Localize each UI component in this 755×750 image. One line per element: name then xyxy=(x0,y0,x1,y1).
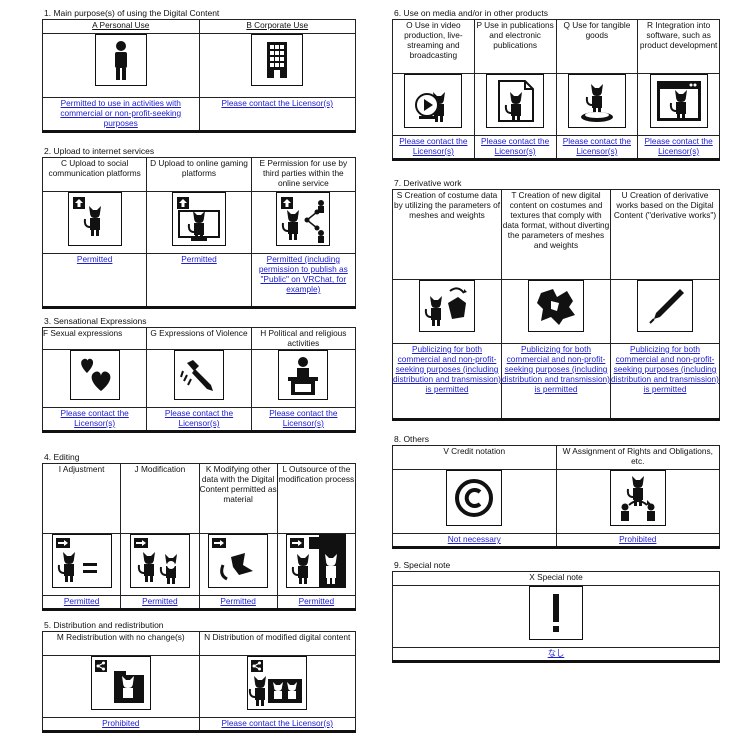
section-title: 3. Sensational Expressions xyxy=(44,316,147,326)
header-personal-use: A Personal Use xyxy=(42,19,200,34)
header-sexual: F Sexual expressions xyxy=(41,327,148,350)
person-icon xyxy=(94,34,147,86)
material-icon xyxy=(208,534,269,588)
result-redistribution: Prohibited xyxy=(42,717,200,733)
result-distribution-modified: Please contact the Licensor(s) xyxy=(198,717,356,733)
header-third-party-use: E Permission for use by third parties wi… xyxy=(250,157,357,192)
header-publication: P Use in publications and electronic pub… xyxy=(473,19,557,74)
header-software: R Integration into software, such as pro… xyxy=(637,19,720,74)
modify-icon xyxy=(129,534,190,588)
section-others: 8. Others V Credit notation W Assignment… xyxy=(392,434,720,549)
pen-icon xyxy=(637,280,693,332)
adjust-icon xyxy=(51,534,112,588)
software-icon xyxy=(649,74,708,128)
header-adjustment: I Adjustment xyxy=(41,463,122,534)
section-main-purpose: 1. Main purpose(s) of using the Digital … xyxy=(42,8,356,133)
result-gaming-upload: Permitted xyxy=(146,253,252,309)
section-derivative: 7. Derivative work S Creation of costume… xyxy=(392,178,720,421)
result-outsource: Permitted xyxy=(276,595,357,611)
copyright-icon xyxy=(446,470,503,526)
header-costume: S Creation of costume data by utilizing … xyxy=(392,189,502,280)
result-derivative: Publicizing for both commercial and non-… xyxy=(610,343,720,421)
upload-game-icon xyxy=(171,192,226,246)
result-social-upload: Permitted xyxy=(41,253,148,309)
section-distribution: 5. Distribution and redistribution M Red… xyxy=(42,620,356,733)
header-texture: T Creation of new digital content on cos… xyxy=(501,189,611,280)
section-title: 5. Distribution and redistribution xyxy=(44,620,164,630)
section-title: 6. Use on media and/or in other products xyxy=(394,8,549,18)
header-video: O Use in video production, live-streamin… xyxy=(392,19,475,74)
result-special-note: なし xyxy=(392,647,720,663)
header-modification: J Modification xyxy=(120,463,200,534)
section-sensational: 3. Sensational Expressions F Sexual expr… xyxy=(41,316,357,433)
header-social-upload: C Upload to social communication platfor… xyxy=(41,157,148,192)
header-derivative: U Creation of derivative works based on … xyxy=(610,189,720,280)
section-title: 7. Derivative work xyxy=(394,178,462,188)
outsource-icon xyxy=(286,534,347,588)
result-assignment: Prohibited xyxy=(555,533,720,549)
hearts-icon xyxy=(69,350,120,400)
texture-icon xyxy=(528,280,584,332)
result-sexual: Please contact the Licensor(s) xyxy=(41,407,148,433)
section-editing: 4. Editing I Adjustment J Modification K… xyxy=(41,452,357,611)
figure-goods-icon xyxy=(567,74,626,128)
podium-icon xyxy=(278,350,329,400)
distribute-modified-icon xyxy=(247,656,308,710)
exclamation-icon xyxy=(529,586,583,640)
result-personal-use: Permitted to use in activities with comm… xyxy=(42,97,200,133)
section-title: 8. Others xyxy=(394,434,429,444)
result-corporate-use: Please contact the Licensor(s) xyxy=(198,97,356,133)
header-political: H Political and religious activities xyxy=(250,327,357,350)
header-distribution-modified: N Distribution of modified digital conte… xyxy=(198,631,356,656)
section-title: 2. Upload to internet services xyxy=(44,146,155,156)
video-icon xyxy=(404,74,463,128)
result-political: Please contact the Licensor(s) xyxy=(250,407,357,433)
result-software: Please contact the Licensor(s) xyxy=(637,135,720,161)
costume-icon xyxy=(419,280,475,332)
header-goods: Q Use for tangible goods xyxy=(555,19,639,74)
section-title: 9. Special note xyxy=(394,560,451,570)
result-third-party-use: Permitted (including permission to publi… xyxy=(250,253,357,309)
publication-icon xyxy=(486,74,545,128)
section-upload: 2. Upload to internet services C Upload … xyxy=(41,146,357,309)
upload-avatar-icon xyxy=(67,192,122,246)
header-redistribution: M Redistribution with no change(s) xyxy=(42,631,200,656)
section-media-use: 6. Use on media and/or in other products… xyxy=(392,8,720,161)
header-material: K Modifying other data with the Digital … xyxy=(198,463,278,534)
header-special-note: X Special note xyxy=(392,571,720,586)
section-special-note: 9. Special note X Special note なし xyxy=(392,560,720,663)
result-material: Permitted xyxy=(198,595,278,611)
assignment-icon xyxy=(609,470,666,526)
header-outsource: L Outsource of the modification process xyxy=(276,463,357,534)
result-modification: Permitted xyxy=(120,595,200,611)
result-publication: Please contact the Licensor(s) xyxy=(473,135,557,161)
result-adjustment: Permitted xyxy=(41,595,122,611)
header-violence: G Expressions of Violence xyxy=(146,327,252,350)
result-credit: Not necessary xyxy=(392,533,557,549)
result-goods: Please contact the Licensor(s) xyxy=(555,135,639,161)
header-credit: V Credit notation xyxy=(392,445,557,470)
header-gaming-upload: D Upload to online gaming platforms xyxy=(146,157,252,192)
result-costume: Publicizing for both commercial and non-… xyxy=(392,343,502,421)
redistribute-icon xyxy=(90,656,151,710)
section-title: 1. Main purpose(s) of using the Digital … xyxy=(44,8,220,18)
result-texture: Publicizing for both commercial and non-… xyxy=(501,343,611,421)
building-icon xyxy=(251,34,304,86)
header-assignment: W Assignment of Rights and Obligations, … xyxy=(555,445,720,470)
section-title: 4. Editing xyxy=(44,452,80,462)
header-corporate-use: B Corporate Use xyxy=(198,19,356,34)
result-violence: Please contact the Licensor(s) xyxy=(146,407,252,433)
result-video: Please contact the Licensor(s) xyxy=(392,135,475,161)
knife-icon xyxy=(173,350,224,400)
upload-share-icon xyxy=(276,192,331,246)
